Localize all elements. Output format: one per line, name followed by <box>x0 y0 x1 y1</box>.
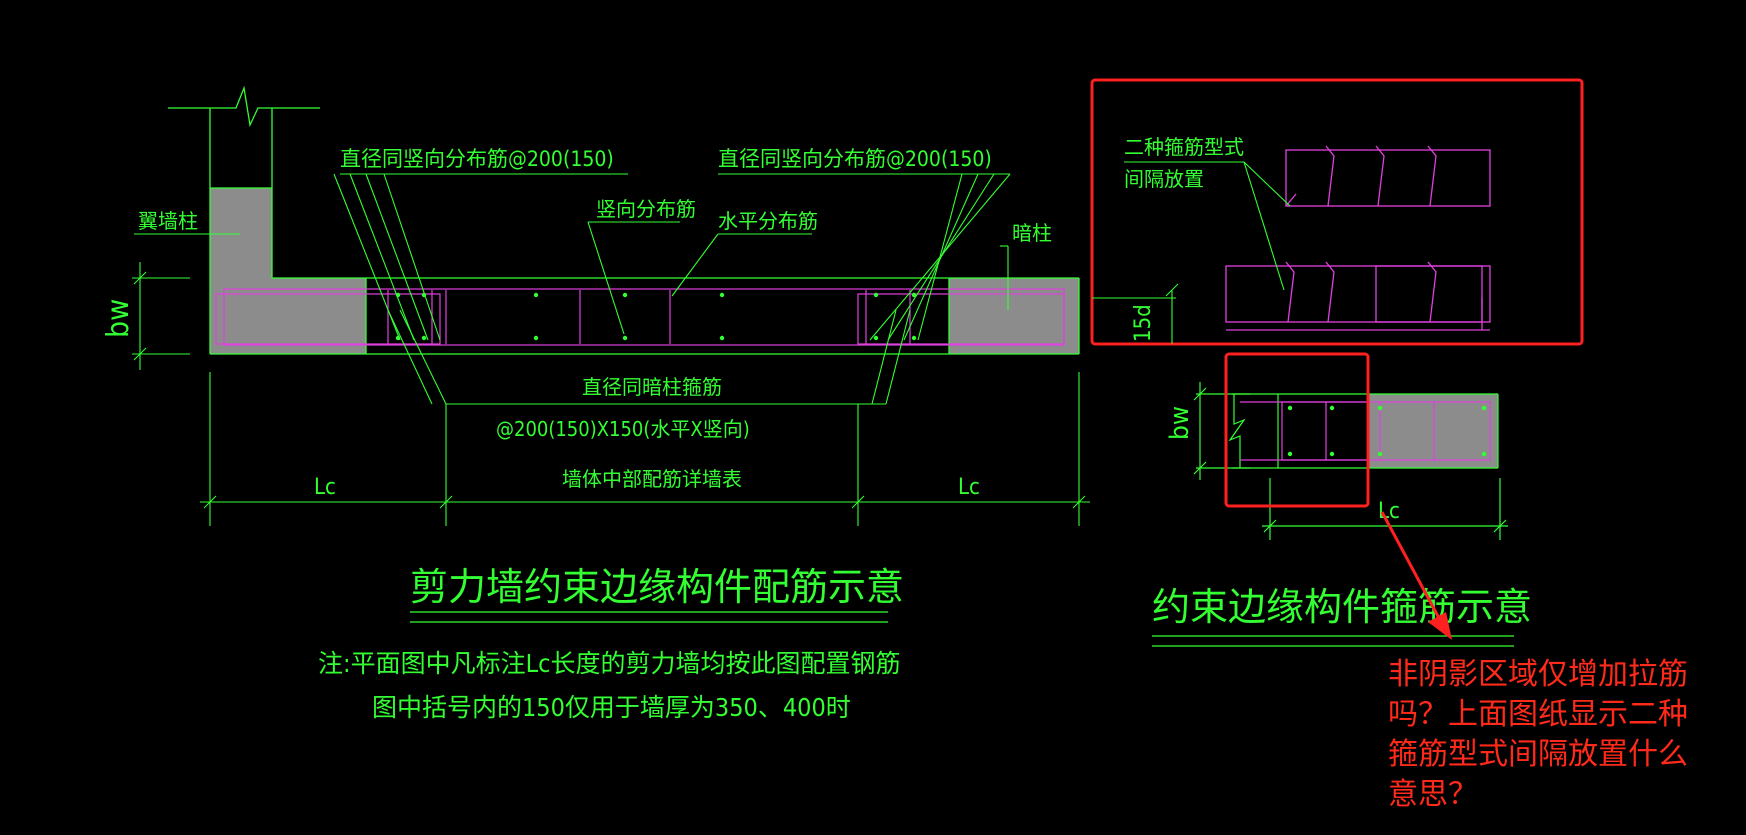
small-section-shaded-region <box>1368 394 1498 468</box>
stirrup-types-detail: 二种箍筋型式 间隔放置 15d <box>1090 78 1584 346</box>
two-types-label-line1: 二种箍筋型式 <box>1124 135 1244 159</box>
small-section-dots <box>1287 405 1487 457</box>
mid-table-label: 墙体中部配筋详墙表 <box>562 467 742 491</box>
note-line-1: 注:平面图中凡标注Lc长度的剪力墙均按此图配置钢筋 <box>318 649 900 678</box>
small-section-outline <box>1193 382 1508 540</box>
leader-lines <box>134 173 1011 410</box>
question-annotation: 非阴影区域仅增加拉筋 吗？上面图纸显示二种 箍筋型式间隔放置什么 意思？ <box>1388 655 1733 815</box>
two-types-label-line2: 间隔放置 <box>1124 167 1204 191</box>
right-top-note-label: 直径同竖向分布筋@200(150) <box>718 147 992 171</box>
rebar-dots <box>395 292 917 341</box>
small-section-detail: bw Lc <box>1165 352 1508 540</box>
note-line-2: 图中括号内的150仅用于墙厚为350、400时 <box>372 693 851 722</box>
question-line-2: 吗？上面图纸显示二种 <box>1388 697 1688 732</box>
dimension-lines <box>132 262 1090 526</box>
stirrup-type-a <box>1285 145 1491 207</box>
right-title: 约束边缘构件箍筋示意 <box>1152 585 1532 629</box>
bw-left-label: bw <box>101 299 136 338</box>
bw-right-label: bw <box>1165 406 1195 440</box>
vertical-bar-label: 竖向分布筋 <box>596 197 696 221</box>
small-section-rebar <box>1240 401 1491 461</box>
stirrup-same-dia-label: 直径同暗柱箍筋 <box>582 375 722 399</box>
hidden-column-label: 暗柱 <box>1012 221 1052 245</box>
main-title: 剪力墙约束边缘构件配筋示意 <box>410 565 904 609</box>
hidden-column-shaded-region <box>949 278 1079 354</box>
wall-outline <box>168 85 1080 355</box>
lc-left-label: Lc <box>314 475 336 500</box>
stirrup-types-leaders <box>1092 161 1291 344</box>
stirrup-type-b <box>1225 261 1491 331</box>
red-arrow <box>1380 511 1452 640</box>
question-line-3: 箍筋型式间隔放置什么 <box>1388 737 1688 772</box>
main-detail-group: 翼墙柱 bw 直径同竖向分布筋@200(150) 直径同竖向分布筋@200(15… <box>101 85 1090 722</box>
left-top-note-label: 直径同竖向分布筋@200(150) <box>340 147 614 171</box>
lc-right-label: Lc <box>958 475 980 500</box>
right-title-group: 约束边缘构件箍筋示意 <box>1152 585 1532 647</box>
wing-column-shaded-region <box>210 188 366 354</box>
15d-label: 15d <box>1131 304 1156 342</box>
stirrup-types-highlight-box <box>1090 78 1584 346</box>
horizontal-bar-label: 水平分布筋 <box>718 209 818 233</box>
main-title-underline <box>410 611 888 623</box>
rebar-rings <box>215 288 1065 346</box>
wing-column-label: 翼墙柱 <box>138 209 198 233</box>
small-section-highlight-box <box>1224 352 1370 508</box>
question-line-1: 非阴影区域仅增加拉筋 <box>1388 657 1688 692</box>
spacing-label: @200(150)X150(水平X竖向) <box>496 417 750 441</box>
question-line-4: 意思？ <box>1388 777 1478 812</box>
lc-small-label: Lc <box>1378 499 1400 524</box>
